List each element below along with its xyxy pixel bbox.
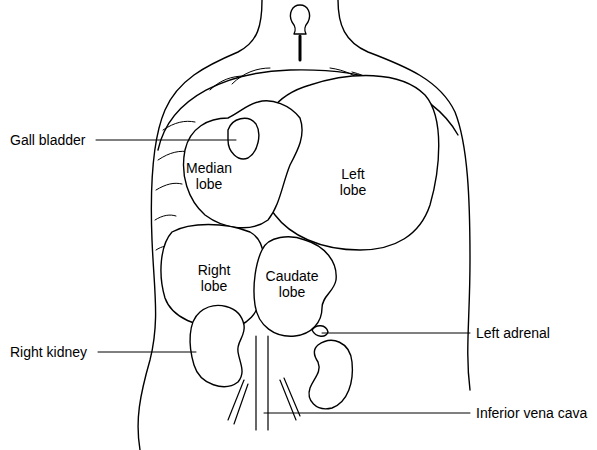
lobe-label: Left lobe xyxy=(330,166,376,198)
left-kidney xyxy=(309,340,352,408)
xiphoid xyxy=(290,5,309,34)
lobe-label: Right lobe xyxy=(190,262,238,294)
leader-lines xyxy=(96,140,470,413)
lobe-label: Median lobe xyxy=(180,160,238,192)
part-label: Left adrenal xyxy=(476,325,550,341)
left-adrenal xyxy=(312,326,328,337)
sternum-line xyxy=(299,36,302,60)
caudate-lobe xyxy=(254,237,336,336)
part-label: Right kidney xyxy=(10,344,87,360)
part-label: Inferior vena cava xyxy=(476,405,587,421)
lobe-label: Caudate lobe xyxy=(262,268,322,300)
gall-bladder xyxy=(228,118,259,159)
vena-cava xyxy=(228,336,300,430)
right-kidney xyxy=(190,306,244,387)
part-label: Gall bladder xyxy=(10,132,86,148)
